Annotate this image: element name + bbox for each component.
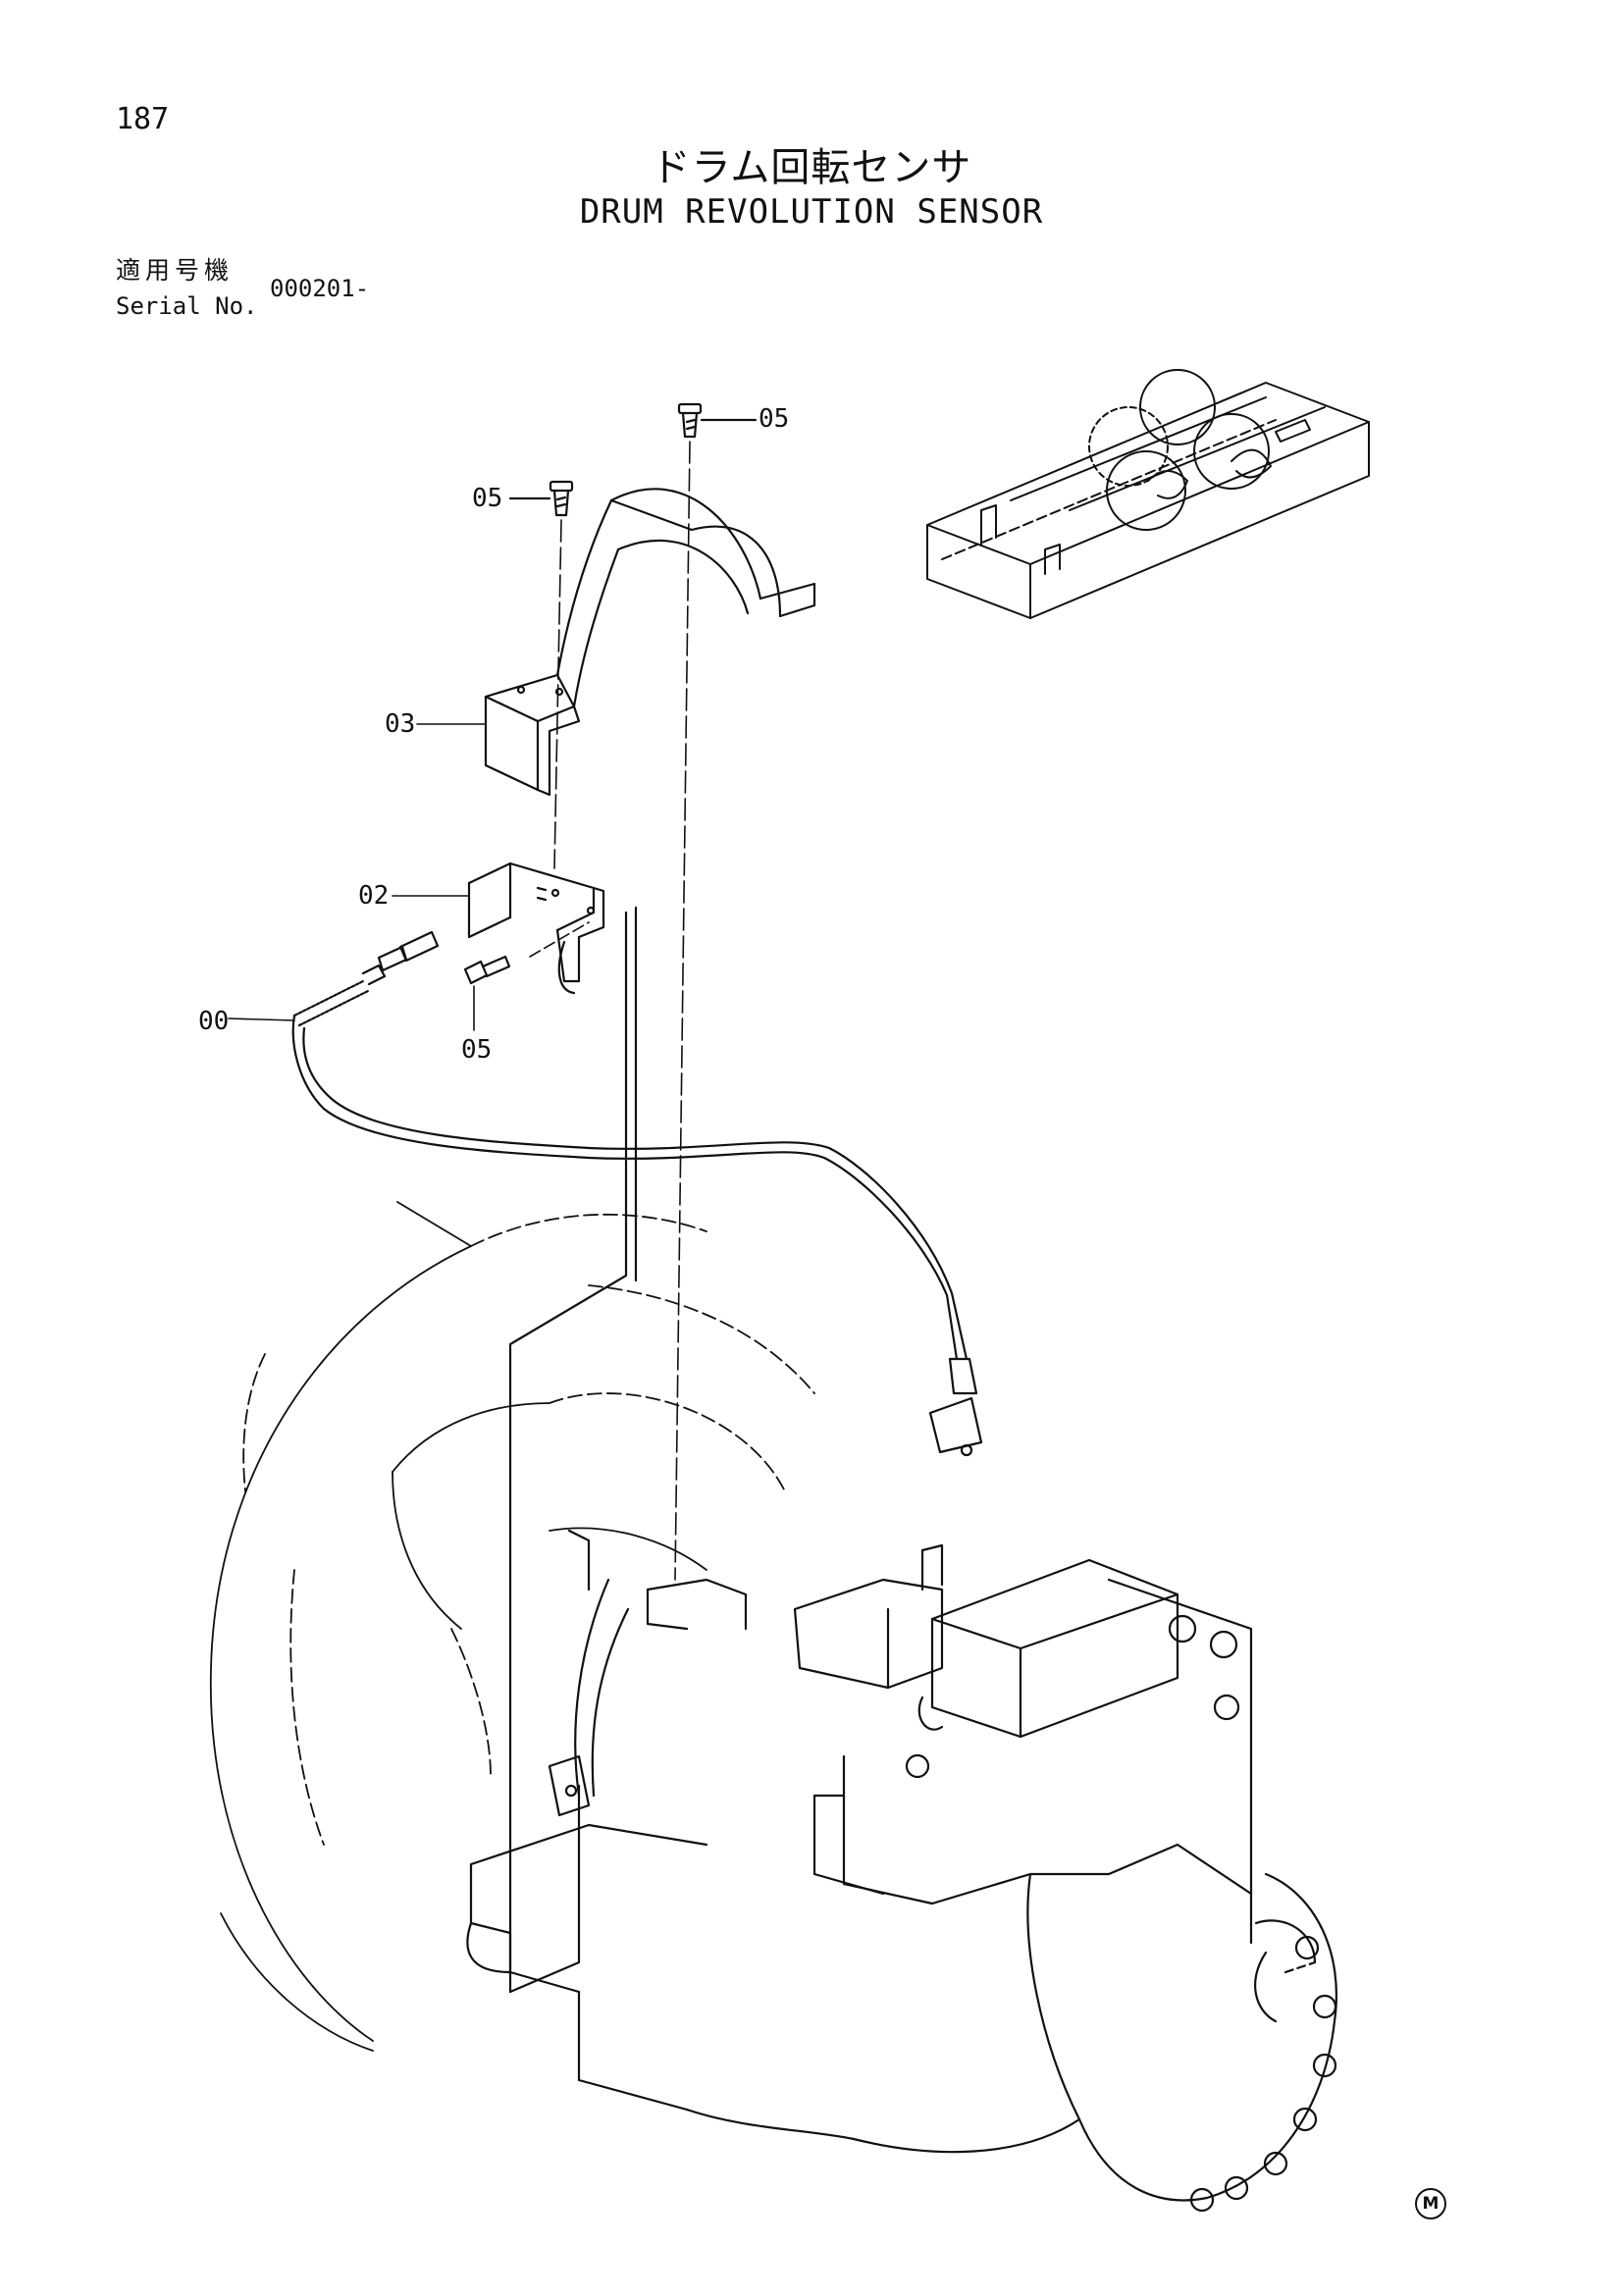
- mounting-plate: [508, 906, 638, 1994]
- bolt-top: [677, 402, 758, 439]
- callout-sensor: 00: [198, 1007, 230, 1036]
- callout-cover: 03: [385, 709, 416, 739]
- inset-machine-overview: [926, 369, 1370, 619]
- callout-bolt-left: 05: [472, 484, 503, 513]
- bracket: [467, 861, 605, 995]
- serial-number-value: 000201-: [270, 275, 370, 302]
- serial-label-japanese: 適用号機: [116, 256, 235, 285]
- bolt-left-upper: [508, 480, 574, 517]
- serial-label-english: Serial No.: [116, 292, 258, 320]
- bracket-bolt-axis: [529, 921, 590, 958]
- page-title-english: DRUM REVOLUTION SENSOR: [579, 192, 1044, 232]
- arched-cover: [484, 488, 816, 797]
- page-title-japanese: ドラム回転センサ: [651, 145, 972, 190]
- drum-revolution-sensor: [291, 930, 983, 1457]
- drum-outline: [209, 1201, 815, 2052]
- callout-bracket: 02: [358, 881, 390, 911]
- centre-axis-line: [674, 441, 691, 1581]
- gearbox-hub: [466, 1529, 1337, 2213]
- page-number: 187: [116, 102, 170, 136]
- circled-m-mark: M: [1415, 2188, 1446, 2219]
- callout-bolt-top: 05: [759, 404, 790, 434]
- bolt-lower: [463, 955, 511, 985]
- callout-leader-00: [228, 1018, 295, 1021]
- callout-bolt-bottom: 05: [461, 1035, 493, 1065]
